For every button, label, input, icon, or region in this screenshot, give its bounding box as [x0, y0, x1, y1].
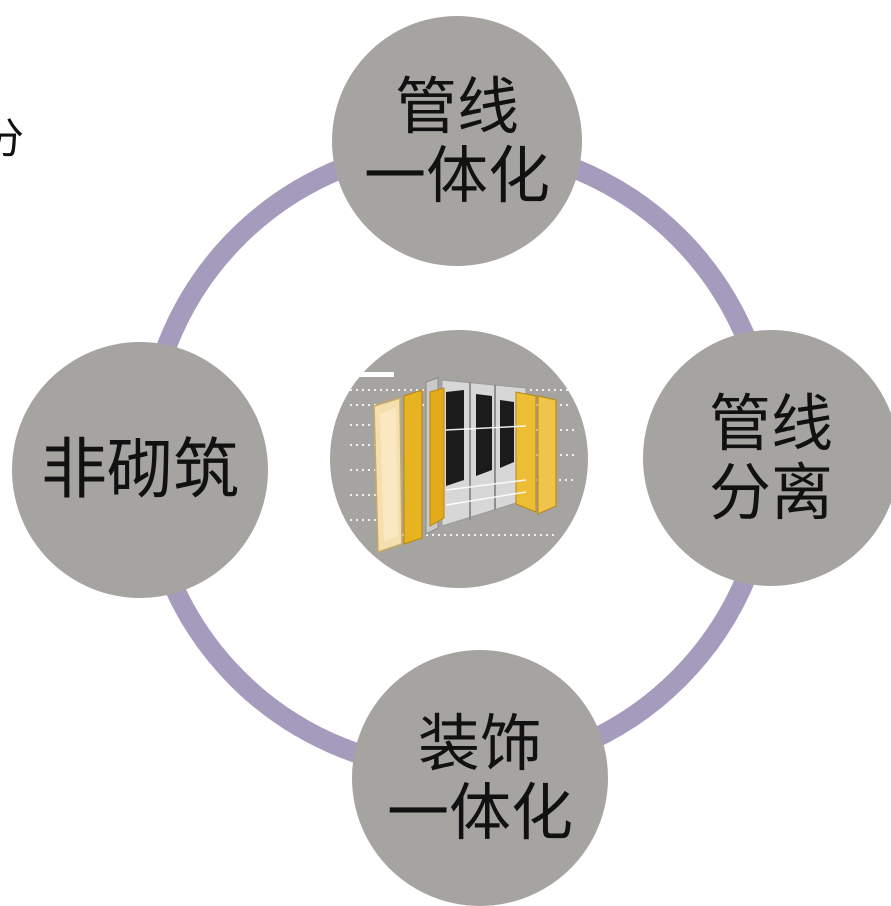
- node-label-line: 分离: [708, 456, 833, 529]
- node-pipeline-integration: 管线 一体化: [332, 16, 582, 266]
- node-label-line: 一体化: [363, 139, 550, 212]
- cropped-text-fragment: 分: [0, 114, 25, 163]
- node-label-line: 一体化: [386, 776, 573, 849]
- node-label-line: 装饰: [417, 706, 542, 780]
- node-label-line: 管线: [394, 69, 519, 143]
- node-decoration-integration: 装饰 一体化: [352, 650, 608, 906]
- center-image-circle: [330, 330, 588, 588]
- node-label-line: 非砌筑: [41, 431, 239, 509]
- node-pipeline-separation: 管线 分离: [643, 330, 891, 586]
- node-non-masonry: 非砌筑: [12, 342, 268, 598]
- wall-panel-layers-image: [350, 372, 575, 554]
- node-label-line: 管线: [708, 386, 833, 460]
